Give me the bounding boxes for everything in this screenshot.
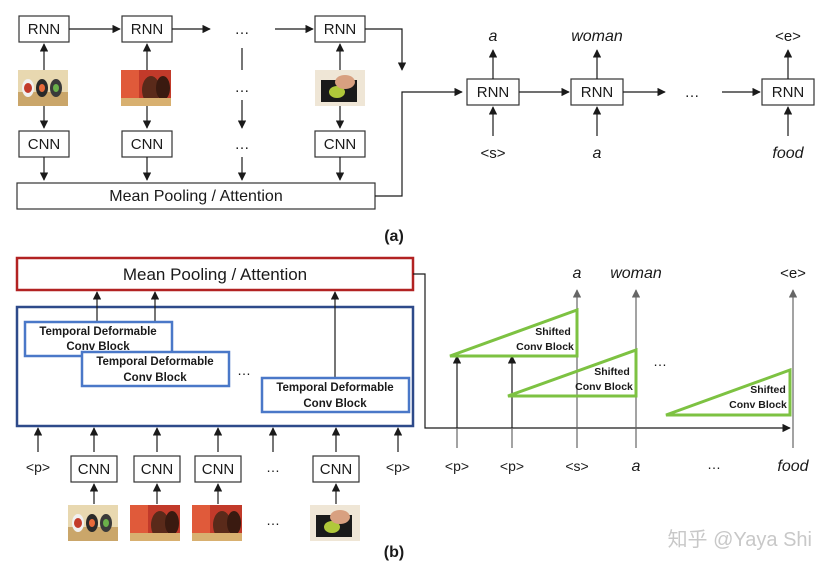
dec-b-input-start: <s> bbox=[565, 458, 588, 474]
temporal-block-3-line2: Conv Block bbox=[303, 398, 367, 410]
temporal-block-3 bbox=[260, 376, 411, 414]
shifted-3-line1: Shifted bbox=[750, 384, 786, 396]
temporal-block-3-line1: Temporal Deformable bbox=[276, 382, 393, 394]
sushi-thumbnail-icon bbox=[68, 505, 118, 541]
cnn-b-label-4: CNN bbox=[320, 461, 353, 478]
hand-thumbnail-icon bbox=[310, 505, 360, 541]
dec-b-input-a: a bbox=[632, 458, 641, 475]
sushi-thumbnail-icon bbox=[130, 505, 180, 541]
dec-output-end: <e> bbox=[775, 28, 801, 45]
pad-right: <p> bbox=[386, 459, 410, 475]
dec-input-start: <s> bbox=[480, 145, 505, 162]
cnn-b-1 bbox=[70, 455, 118, 483]
cnn-b-3 bbox=[194, 455, 242, 483]
ellipsis-rnn: … bbox=[235, 21, 250, 38]
cnn-b-ellipsis: … bbox=[266, 459, 280, 475]
dec-b-output-a: a bbox=[573, 265, 582, 282]
pooling-label-a: Mean Pooling / Attention bbox=[109, 188, 282, 205]
sushi-thumbnail-icon bbox=[121, 70, 171, 106]
rnn-box-2 bbox=[121, 15, 173, 43]
sushi-thumbnail-icon bbox=[192, 505, 242, 541]
cnn-b-label-2: CNN bbox=[141, 461, 174, 478]
ellipsis-cnn: … bbox=[235, 136, 250, 153]
thumb-b-ellipsis: … bbox=[266, 512, 280, 528]
dec-ellipsis: … bbox=[685, 84, 700, 101]
decoder-a: RNN RNN … RNN a woman <e> <s> a food bbox=[466, 28, 815, 162]
cnn-b-label-3: CNN bbox=[202, 461, 235, 478]
shifted-1-line2: Conv Block bbox=[516, 341, 574, 353]
temporal-block-2 bbox=[80, 350, 231, 388]
cnn-b-label-1: CNN bbox=[78, 461, 111, 478]
shifted-block-3 bbox=[665, 367, 792, 417]
dec-b-input-ellipsis: … bbox=[707, 456, 721, 472]
shifted-2-line2: Conv Block bbox=[575, 381, 633, 393]
cnn-box-2 bbox=[121, 130, 173, 158]
dec-b-input-food: food bbox=[777, 458, 809, 475]
hand-thumbnail-icon bbox=[315, 70, 365, 106]
cnn-b-4 bbox=[312, 455, 360, 483]
shifted-1-line1: Shifted bbox=[535, 326, 571, 338]
cnn-label-1: CNN bbox=[28, 136, 61, 153]
temporal-block-1-line1: Temporal Deformable bbox=[39, 326, 156, 338]
encoder-rnn-row: RNN RNN … RNN bbox=[18, 15, 407, 71]
caption-a: (a) bbox=[384, 228, 404, 245]
dec-rnn-label-3: RNN bbox=[772, 84, 805, 101]
dec-b-input-p1: <p> bbox=[445, 458, 469, 474]
cnn-label-3: CNN bbox=[324, 136, 357, 153]
dec-input-a: a bbox=[593, 145, 602, 162]
dec-rnn-box-3 bbox=[761, 78, 815, 106]
rnn-label-1: RNN bbox=[28, 21, 61, 38]
rnn-box-3 bbox=[314, 15, 366, 43]
dec-input-food: food bbox=[772, 145, 804, 162]
cnn-box-1 bbox=[18, 130, 70, 158]
dec-b-output-woman: woman bbox=[610, 265, 662, 282]
dec-output-woman: woman bbox=[571, 28, 623, 45]
temporal-block-1-line2: Conv Block bbox=[66, 341, 130, 353]
rnn-label-3: RNN bbox=[324, 21, 357, 38]
panel-b: Mean Pooling / Attention Temporal Deform… bbox=[15, 256, 810, 561]
sushi-thumbnail-icon bbox=[18, 70, 68, 106]
pooling-label-b: Mean Pooling / Attention bbox=[123, 265, 307, 284]
cnn-label-2: CNN bbox=[131, 136, 164, 153]
shifted-block-2 bbox=[507, 347, 638, 398]
caption-b: (b) bbox=[384, 544, 404, 561]
dec-b-input-p2: <p> bbox=[500, 458, 524, 474]
ellipsis-frames: … bbox=[235, 79, 250, 96]
dec-rnn-label-2: RNN bbox=[581, 84, 614, 101]
cnn-b-2 bbox=[133, 455, 181, 483]
dec-output-a: a bbox=[489, 28, 498, 45]
shifted-2-line1: Shifted bbox=[594, 366, 630, 378]
shifted-3-line2: Conv Block bbox=[729, 399, 787, 411]
pad-left: <p> bbox=[26, 459, 50, 475]
dec-rnn-box-1 bbox=[466, 78, 520, 106]
dec-rnn-label-1: RNN bbox=[477, 84, 510, 101]
rnn-box-1 bbox=[18, 15, 70, 43]
cnn-box-3 bbox=[314, 130, 366, 158]
panel-a: RNN RNN … RNN … CNN CNN … C bbox=[16, 15, 815, 245]
temporal-block-2-line1: Temporal Deformable bbox=[96, 356, 213, 368]
watermark-text: 知乎 @Yaya Shi bbox=[668, 528, 812, 551]
encoder-ellipsis: … bbox=[237, 362, 251, 378]
shifted-ellipsis: … bbox=[653, 353, 667, 369]
dec-b-output-end: <e> bbox=[780, 265, 806, 282]
pooling-box-a bbox=[16, 182, 376, 210]
pooling-box-b bbox=[15, 256, 415, 292]
temporal-block-2-line2: Conv Block bbox=[123, 372, 187, 384]
shifted-block-1 bbox=[449, 307, 579, 358]
rnn-label-2: RNN bbox=[131, 21, 164, 38]
